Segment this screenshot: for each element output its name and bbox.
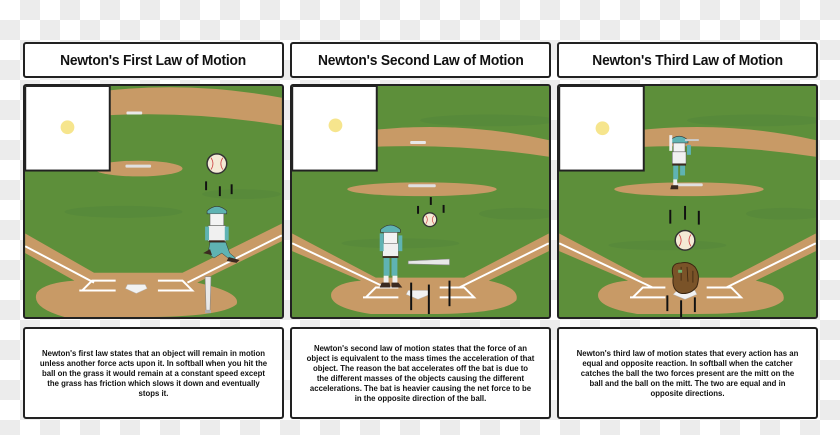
- sun-icon: [328, 118, 343, 133]
- home-plate: [125, 284, 148, 294]
- sun-icon: [595, 121, 610, 136]
- pitchers-mound: [94, 160, 183, 177]
- baseball-field-scene: [25, 86, 282, 317]
- panel-caption: Newton's second law of motion states tha…: [290, 327, 551, 419]
- pitchers-mound: [347, 182, 497, 197]
- motion-lines-icon: [669, 205, 700, 225]
- panel-title: Newton's Third Law of Motion: [557, 42, 818, 78]
- bat-icon: [204, 276, 212, 314]
- sun-icon: [60, 120, 75, 135]
- bat-icon: [407, 258, 450, 266]
- panel-title: Newton's First Law of Motion: [23, 42, 284, 78]
- player-figure: [203, 206, 240, 263]
- panel-caption: Newton's third law of motion states that…: [557, 327, 818, 419]
- motion-lines-icon: [205, 181, 233, 197]
- player-figure: [669, 135, 699, 190]
- second-base: [126, 111, 143, 115]
- panel-caption-text: Newton's first law states that an object…: [39, 348, 268, 398]
- baseball-icon: [206, 153, 228, 175]
- panel-caption-text: Newton's third law of motion states that…: [576, 348, 799, 398]
- baseball-field-scene: [292, 86, 549, 317]
- panel-title-text: Newton's Third Law of Motion: [592, 51, 783, 69]
- pitchers-mound: [614, 182, 764, 197]
- player-figure: [379, 224, 403, 288]
- panel-title-text: Newton's Second Law of Motion: [317, 51, 524, 69]
- panel-caption: Newton's first law states that an object…: [23, 327, 284, 419]
- panel-title: Newton's Second Law of Motion: [290, 42, 551, 78]
- motion-lines-icon: [666, 295, 696, 317]
- motion-lines-icon: [410, 280, 451, 315]
- panel-scene: [23, 84, 284, 319]
- panel-title-text: Newton's First Law of Motion: [60, 51, 247, 69]
- baseball-icon: [674, 229, 696, 251]
- panel-scene: [290, 84, 551, 319]
- baseball-icon: [422, 212, 438, 228]
- panel-caption-text: Newton's second law of motion states tha…: [306, 343, 535, 403]
- catchers-mitt-icon: [671, 261, 699, 295]
- baseball-field-scene: [559, 86, 816, 317]
- panel-scene: [557, 84, 818, 319]
- motion-lines-icon: [417, 197, 445, 214]
